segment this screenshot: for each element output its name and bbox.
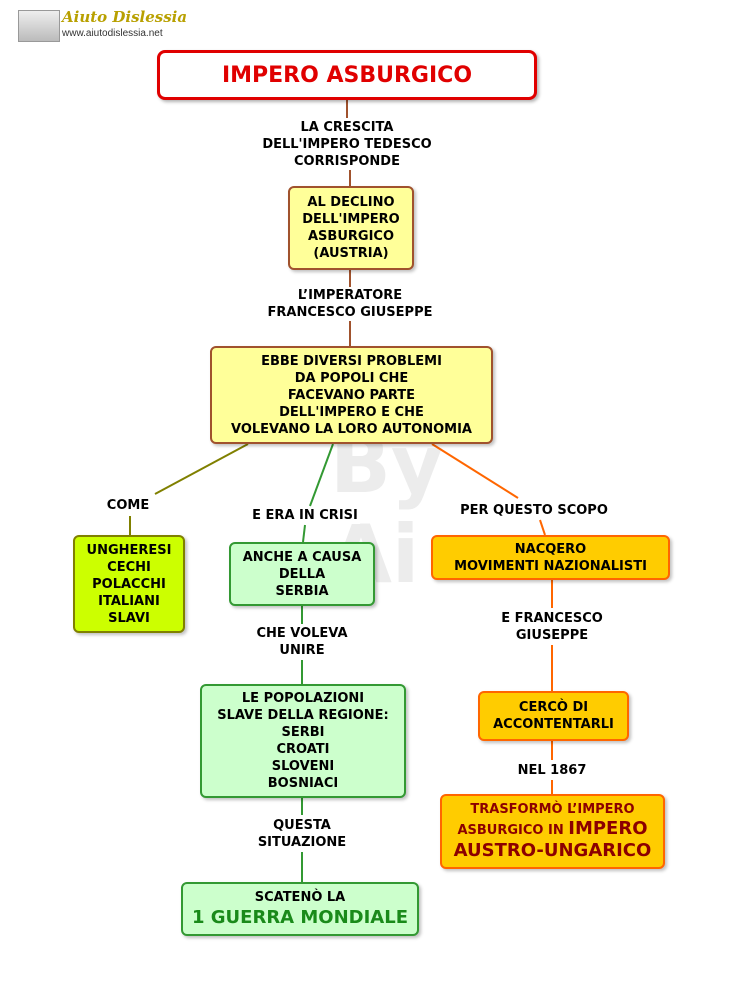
logo-name: Aiuto Dislessia bbox=[62, 8, 188, 26]
node-guerra: SCATENÒ LA 1 GUERRA MONDIALE bbox=[181, 882, 419, 936]
guerra-highlight: 1 GUERRA MONDIALE bbox=[191, 906, 408, 928]
book-icon bbox=[18, 10, 60, 42]
austro-highlight: AUSTRO-UNGARICO bbox=[453, 840, 652, 861]
page-title: IMPERO ASBURGICO bbox=[157, 50, 537, 100]
link-label-scopo: PER QUESTO SCOPO bbox=[458, 502, 610, 519]
node-austro-ungarico: TRASFORMÒ L’IMPERO ASBURGICO IN IMPERO A… bbox=[440, 794, 665, 869]
link-label-crisi: E ERA IN CRISI bbox=[250, 507, 360, 524]
link-label-1867: NEL 1867 bbox=[515, 762, 589, 779]
link-label-come: COME bbox=[104, 497, 152, 514]
logo-url: www.aiutodislessia.net bbox=[62, 28, 163, 39]
site-logo: Aiuto Dislessia www.aiutodislessia.net bbox=[18, 8, 187, 44]
